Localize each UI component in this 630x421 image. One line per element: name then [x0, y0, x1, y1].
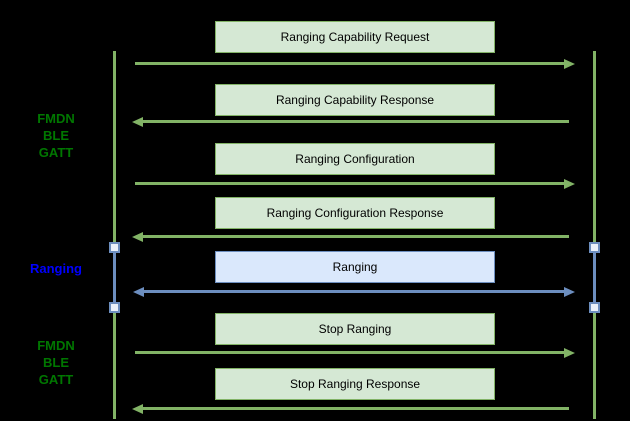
activation-marker-right-top — [589, 242, 600, 253]
activation-marker-left-top — [109, 242, 120, 253]
lifeline-left — [113, 51, 116, 419]
lifeline-left-ranging-segment — [113, 247, 116, 308]
section-label-fmdn-ble-gatt-top: FMDN BLE GATT — [37, 111, 75, 160]
message-arrow-stop-ranging — [135, 347, 575, 358]
message-box-ranging-configuration-response: Ranging Configuration Response — [215, 197, 495, 229]
arrowhead-right-icon — [564, 58, 575, 69]
arrowhead-right-icon — [564, 286, 575, 297]
message-arrow-ranging-configuration-response — [132, 231, 569, 242]
message-arrow-ranging-configuration — [135, 178, 575, 189]
message-arrow-ranging-capability-response — [132, 116, 569, 127]
message-arrow-ranging-capability-request — [135, 58, 575, 69]
arrowhead-right-icon — [564, 347, 575, 358]
message-arrow-stop-ranging-response — [132, 403, 569, 414]
lifeline-right-ranging-segment — [593, 247, 596, 308]
arrowhead-left-icon — [132, 231, 143, 242]
section-label-fmdn-ble-gatt-bottom: FMDN BLE GATT — [37, 338, 75, 387]
lifeline-right — [593, 51, 596, 419]
section-label-ranging: Ranging — [30, 261, 82, 276]
message-box-ranging-configuration: Ranging Configuration — [215, 143, 495, 175]
arrowhead-left-icon — [132, 116, 143, 127]
message-box-ranging-capability-request: Ranging Capability Request — [215, 21, 495, 53]
message-arrow-ranging-bidirectional — [133, 286, 575, 297]
message-box-ranging-capability-response: Ranging Capability Response — [215, 84, 495, 116]
arrowhead-left-icon — [133, 286, 144, 297]
message-box-ranging: Ranging — [215, 251, 495, 283]
activation-marker-right-bottom — [589, 302, 600, 313]
arrowhead-left-icon — [132, 403, 143, 414]
activation-marker-left-bottom — [109, 302, 120, 313]
message-box-stop-ranging-response: Stop Ranging Response — [215, 368, 495, 400]
message-box-stop-ranging: Stop Ranging — [215, 313, 495, 345]
arrowhead-right-icon — [564, 178, 575, 189]
